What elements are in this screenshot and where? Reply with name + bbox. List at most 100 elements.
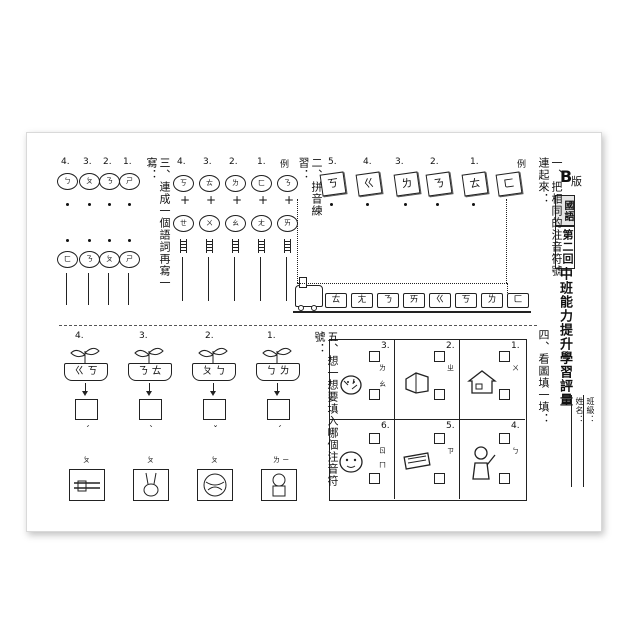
answer-box[interactable] [203, 399, 226, 420]
phonetic-ball: ㄎ [173, 175, 194, 192]
section3-num: 2. [103, 157, 112, 167]
phonetic-ball: ㄞ [277, 215, 298, 232]
answer-line[interactable] [234, 257, 235, 301]
example-dotted-link-h [297, 283, 507, 284]
answer-box[interactable] [434, 351, 445, 362]
answer-line[interactable] [260, 257, 261, 301]
sprout-icon [198, 347, 228, 363]
section5-num: 2. [205, 331, 214, 341]
hint-symbol: ㄖ [379, 447, 386, 455]
subject-label: 國語 [555, 195, 575, 227]
write-line[interactable] [108, 273, 110, 305]
connect-dot[interactable] [108, 203, 111, 206]
write-line[interactable] [66, 273, 68, 305]
answer-line[interactable] [208, 257, 209, 301]
symbol-card: ㄎ [319, 171, 347, 197]
answer-box[interactable] [369, 473, 380, 484]
connect-dot[interactable] [330, 203, 333, 206]
class-underline [583, 395, 584, 487]
flower-pot: ㄍ ㄎ [64, 363, 108, 381]
answer-box[interactable] [434, 389, 445, 400]
section2-num: 2. [229, 157, 238, 167]
connect-dot[interactable] [366, 203, 369, 206]
worksheet-paper: B 版 國語 第二回 中班能力提升學習評量 班級： 姓名： 一、把相同的注音符號… [26, 132, 602, 532]
answer-box[interactable] [369, 351, 380, 362]
section1-num: 3. [395, 157, 404, 167]
flower-pot: ㄆ ㄅ [192, 363, 236, 381]
scrolls-picture [403, 452, 431, 470]
connect-dot[interactable] [88, 203, 91, 206]
write-line[interactable] [88, 273, 90, 305]
flower-pot: ㄅ ㄌ [256, 363, 300, 381]
connect-dot[interactable] [108, 239, 111, 242]
sprout-icon [262, 347, 292, 363]
section2-num: 1. [257, 157, 266, 167]
symbol-card: ㄍ [355, 171, 383, 197]
answer-box[interactable] [499, 351, 510, 362]
section5-heading: 五、想一想要填入哪個注音符號： [313, 331, 339, 487]
answer-box[interactable] [499, 473, 510, 484]
down-arrow-icon [146, 383, 152, 396]
tone-mark: ˇ [213, 425, 218, 436]
session-label: 第二回 [555, 225, 575, 269]
answer-box[interactable] [499, 433, 510, 444]
train-car: ㄈ [507, 293, 529, 308]
answer-line[interactable] [286, 257, 287, 301]
tone-mark: ˋ [149, 425, 154, 436]
frog-ball: ㄕ [119, 173, 140, 190]
phonetic-ball: ㄝ [173, 215, 194, 232]
hint-symbol: ㄇ [379, 461, 386, 469]
flower-pot: ㄋ ㄊ [128, 363, 172, 381]
answer-box[interactable] [369, 389, 380, 400]
phonetic-ball: ㄨ [199, 215, 220, 232]
picture-label: ㄆ [147, 456, 154, 464]
connect-dot[interactable] [66, 203, 69, 206]
globe-picture [197, 469, 233, 501]
sprout-icon [134, 347, 164, 363]
write-line[interactable] [128, 273, 130, 305]
class-label: 班級： [586, 397, 595, 424]
plus-sign: + [284, 193, 295, 207]
section1-num: 2. [430, 157, 439, 167]
answer-box[interactable] [369, 433, 380, 444]
answer-box[interactable] [267, 399, 290, 420]
connect-dot[interactable] [404, 203, 407, 206]
frog-ball: ㄈ [57, 251, 78, 268]
connect-dot[interactable] [66, 239, 69, 242]
connect-dot[interactable] [128, 239, 131, 242]
example-dotted-link-bottom [507, 283, 508, 293]
name-underline [571, 395, 572, 487]
train-wheel [298, 305, 304, 311]
train-car: ㄍ [429, 293, 451, 308]
answer-line[interactable] [182, 257, 183, 301]
train-car: ㄋ [377, 293, 399, 308]
answer-box[interactable] [499, 389, 510, 400]
answer-box[interactable] [139, 399, 162, 420]
answer-box[interactable] [434, 433, 445, 444]
tiger-picture [340, 375, 362, 395]
answer-box[interactable] [75, 399, 98, 420]
child-picture [261, 469, 297, 501]
section3-num: 3. [83, 157, 92, 167]
section-divider [59, 325, 537, 326]
section4-num: 1. [511, 341, 520, 351]
plus-sign: + [206, 193, 217, 207]
hint-symbol: ㄠ [379, 380, 386, 388]
connect-dot[interactable] [436, 203, 439, 206]
section4-num: 5. [446, 421, 455, 431]
down-arrow-icon [210, 383, 216, 396]
rabbit-picture [133, 469, 169, 501]
house-picture [467, 370, 497, 394]
section4-num: 6. [381, 421, 390, 431]
teacher-picture [472, 446, 496, 480]
spring-icon [232, 239, 239, 253]
answer-box[interactable] [434, 473, 445, 484]
section5-num: 3. [139, 331, 148, 341]
connect-dot[interactable] [472, 203, 475, 206]
train-car: ㄌ [481, 293, 503, 308]
sprout-icon [70, 347, 100, 363]
section1-num: 4. [363, 157, 372, 167]
spring-icon [258, 239, 265, 253]
connect-dot[interactable] [128, 203, 131, 206]
connect-dot[interactable] [88, 239, 91, 242]
